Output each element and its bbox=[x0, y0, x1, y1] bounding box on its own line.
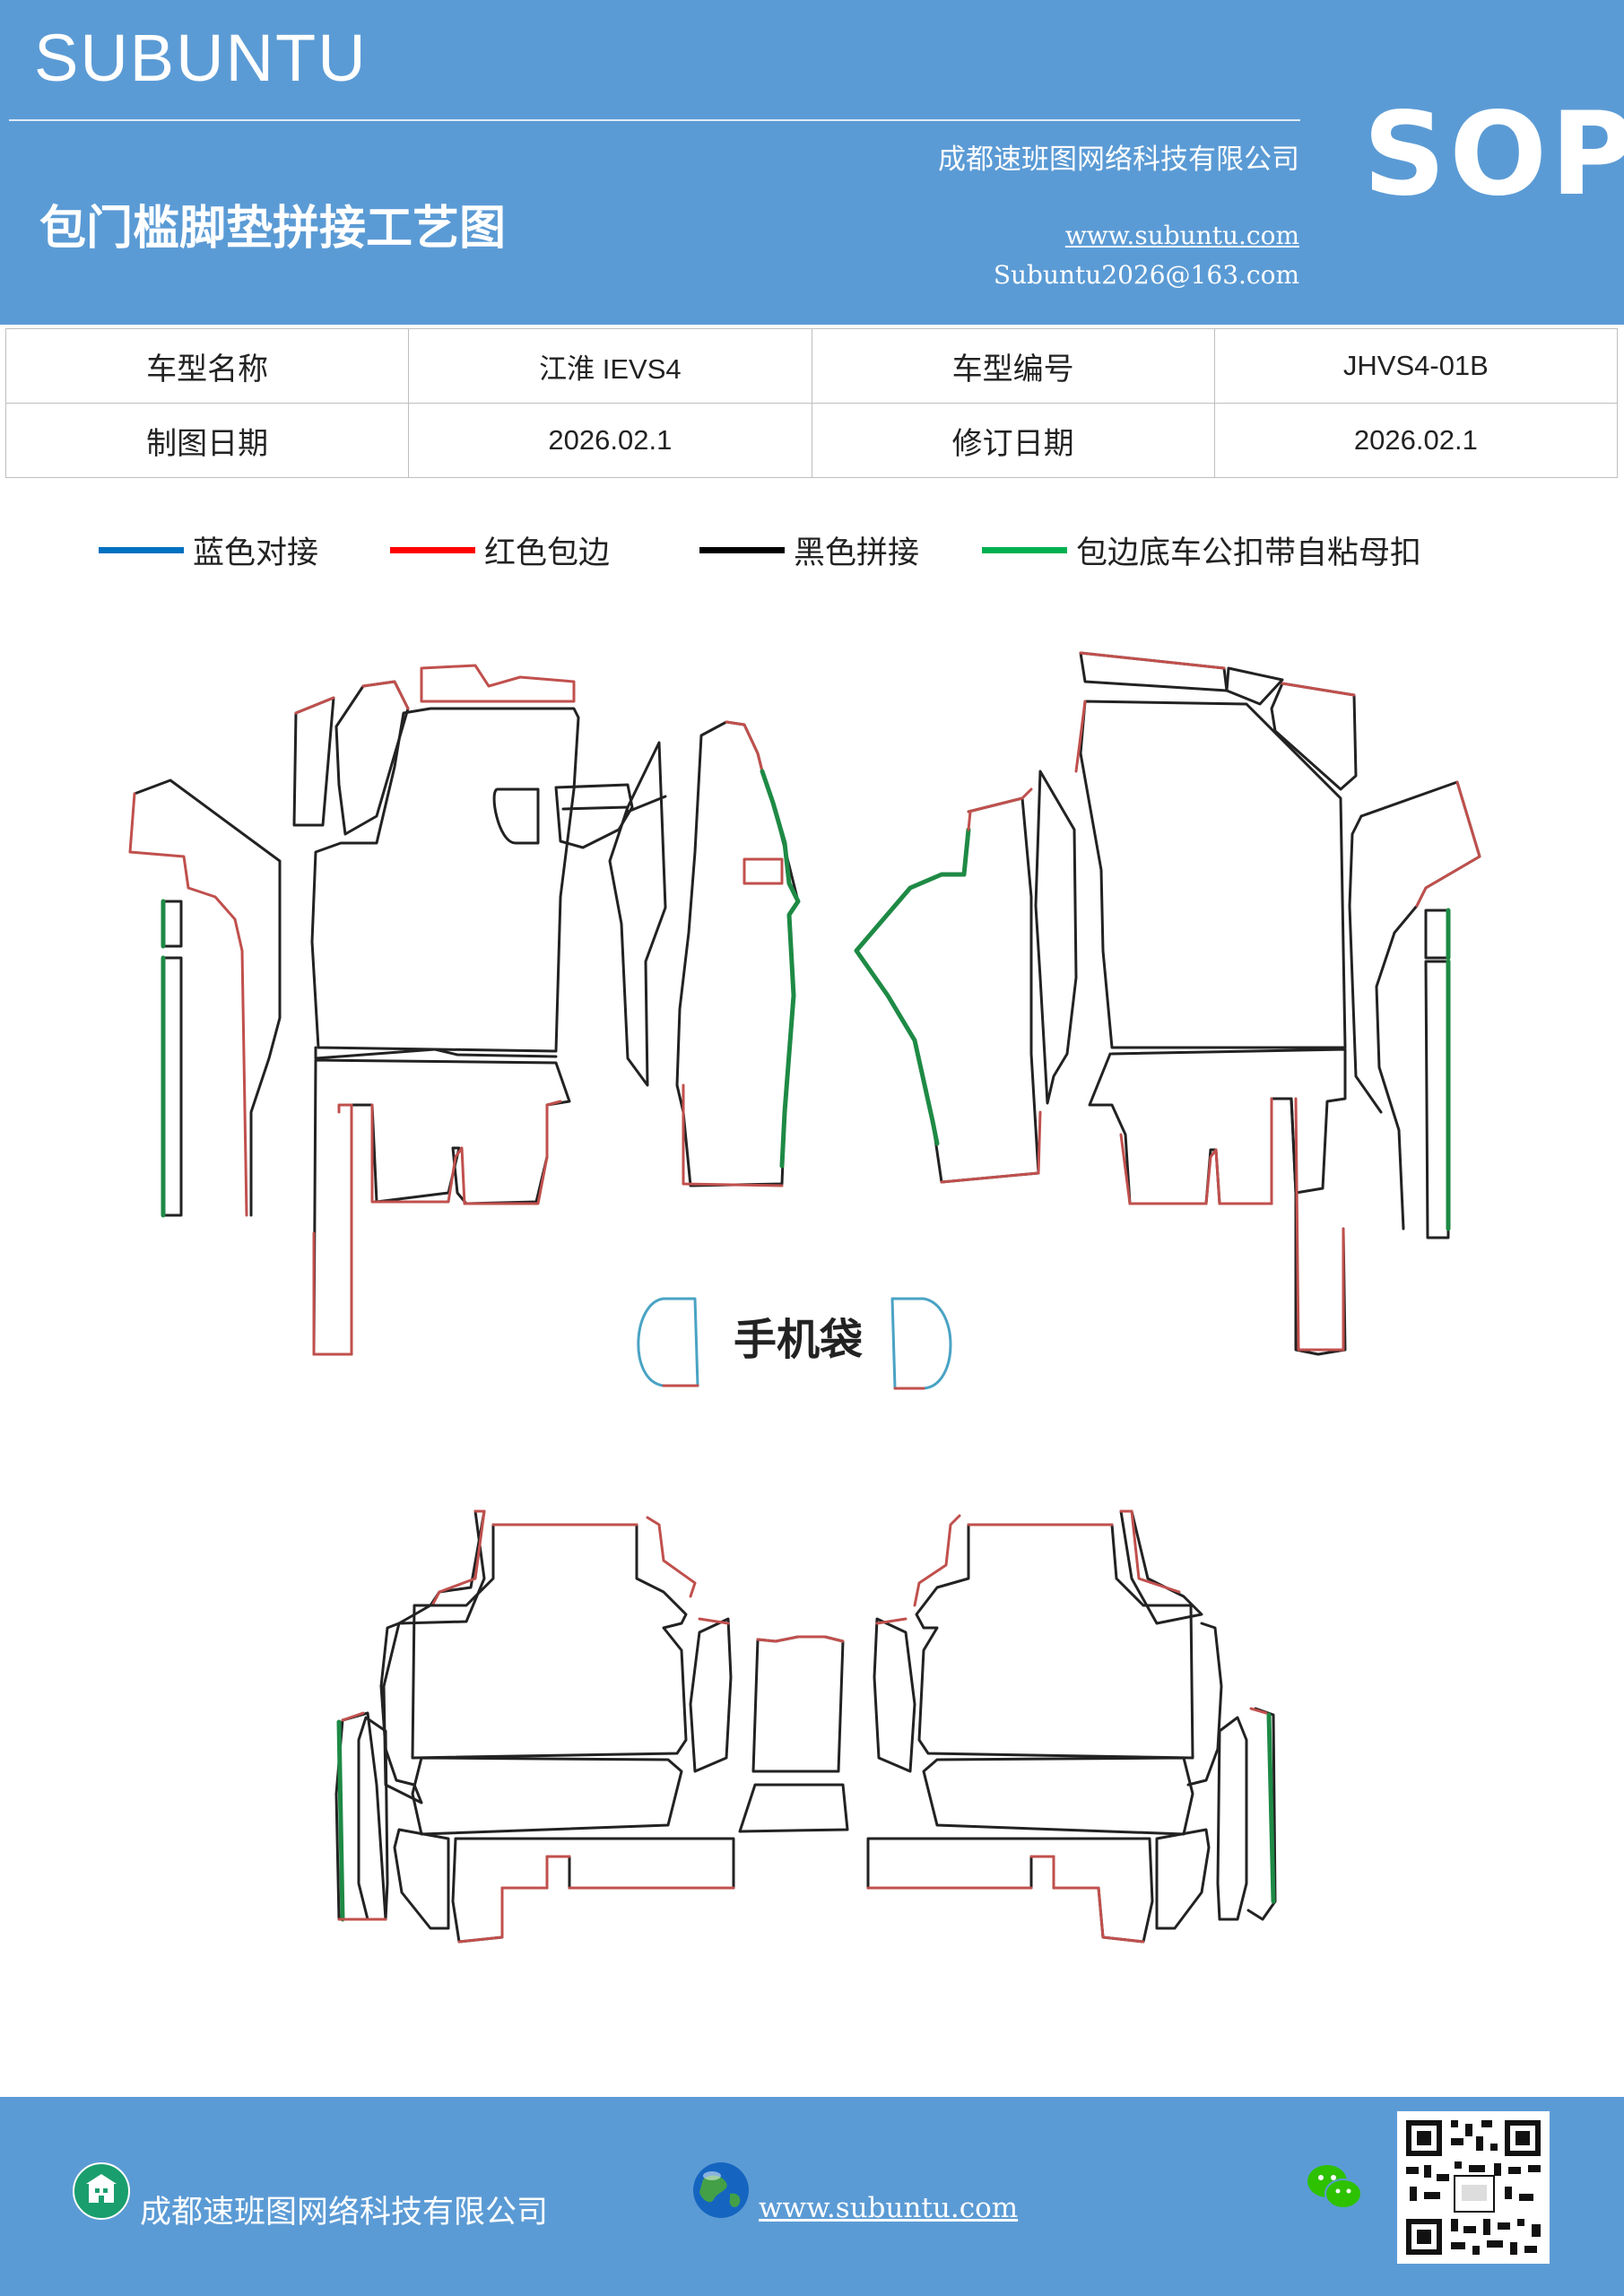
legend-item-black: 黑色拼接 bbox=[699, 527, 919, 572]
footer-banner: 成都速班图网络科技有限公司 www.subuntu.com bbox=[0, 2097, 1624, 2296]
legend-item-blue: 蓝色对接 bbox=[99, 527, 318, 572]
value-model-name: 江淮 IEVS4 bbox=[408, 328, 812, 404]
label-model-code: 车型编号 bbox=[811, 328, 1215, 404]
wechat-icon bbox=[1307, 2165, 1362, 2209]
line-legend: 蓝色对接 红色包边 黑色拼接 包边底车公扣带自粘母扣 bbox=[0, 527, 1624, 572]
rear-mat-group bbox=[334, 1509, 1277, 1944]
header-website-link[interactable]: www.subuntu.com bbox=[1064, 221, 1299, 250]
legend-label: 蓝色对接 bbox=[193, 535, 319, 571]
legend-item-red: 红色包边 bbox=[390, 527, 610, 572]
document-title: 包门槛脚垫拼接工艺图 bbox=[39, 202, 507, 256]
phone-bag-label: 手机袋 bbox=[734, 1315, 863, 1365]
legend-item-green: 包边底车公扣带自粘母扣 bbox=[982, 527, 1421, 572]
table-row: 车型名称 江淮 IEVS4 车型编号 JHVS4-01B bbox=[4, 328, 1619, 404]
footer-website-link[interactable]: www.subuntu.com bbox=[759, 2192, 1019, 2224]
legend-swatch bbox=[390, 546, 475, 553]
header-divider bbox=[9, 119, 1300, 121]
label-model-name: 车型名称 bbox=[4, 328, 410, 404]
legend-swatch bbox=[982, 546, 1067, 553]
phone-bag-group: 手机袋 bbox=[637, 1297, 952, 1390]
header-banner: SUBUNTU SOP 包门槛脚垫拼接工艺图 成都速班图网络科技有限公司 www… bbox=[0, 0, 1624, 325]
legend-swatch bbox=[99, 546, 184, 553]
legend-label: 黑色拼接 bbox=[794, 535, 920, 571]
brand-name: SUBUNTU bbox=[34, 21, 368, 95]
sop-badge: SOP bbox=[1363, 88, 1624, 222]
value-model-code: JHVS4-01B bbox=[1213, 328, 1619, 404]
label-revise-date: 修订日期 bbox=[811, 403, 1215, 478]
value-revise-date: 2026.02.1 bbox=[1213, 403, 1619, 478]
front-right-mat-group bbox=[854, 651, 1481, 1356]
footer-company: 成都速班图网络科技有限公司 bbox=[140, 2195, 549, 2231]
building-icon bbox=[73, 2162, 130, 2220]
globe-icon bbox=[693, 2162, 749, 2218]
vehicle-info-table: 车型名称 江淮 IEVS4 车型编号 JHVS4-01B 制图日期 2026.0… bbox=[4, 328, 1619, 478]
label-draw-date: 制图日期 bbox=[4, 403, 410, 478]
table-row: 制图日期 2026.02.1 修订日期 2026.02.1 bbox=[4, 403, 1619, 478]
floor-mat-pattern-diagram: 手机袋 bbox=[128, 651, 1481, 1944]
value-draw-date: 2026.02.1 bbox=[408, 403, 812, 478]
legend-label: 包边底车公扣带自粘母扣 bbox=[1076, 535, 1422, 571]
legend-label: 红色包边 bbox=[484, 535, 611, 571]
front-left-mat-group bbox=[128, 664, 801, 1356]
qr-code bbox=[1397, 2111, 1550, 2264]
header-company: 成都速班图网络科技有限公司 bbox=[938, 144, 1299, 176]
legend-swatch bbox=[699, 546, 785, 553]
header-email: Subuntu2026@163.com bbox=[993, 260, 1299, 290]
